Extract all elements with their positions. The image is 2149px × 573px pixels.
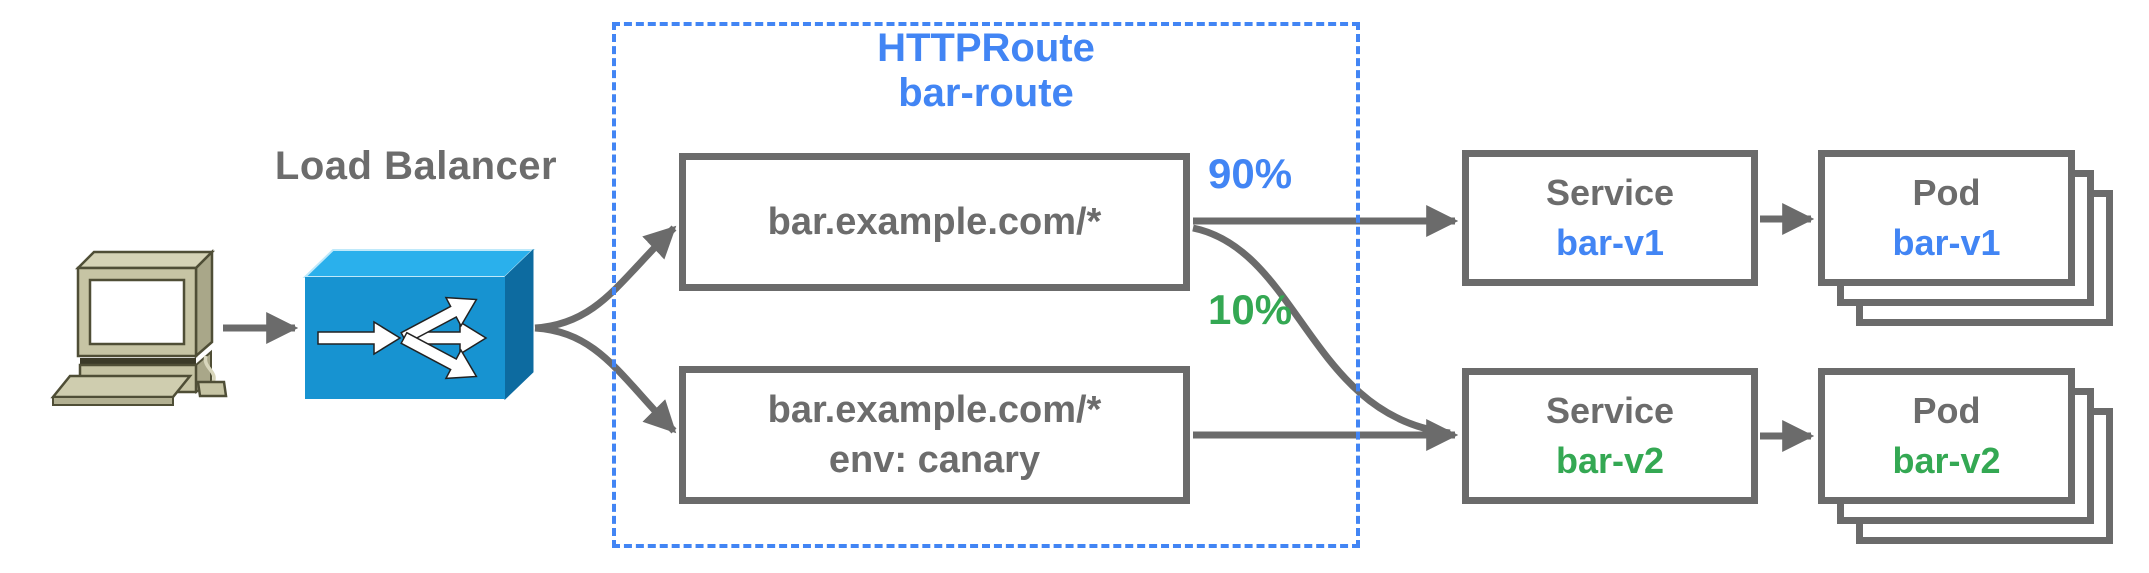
pod-bar-v1-stack: Pod bar-v1 xyxy=(1818,150,2113,326)
flow-arrows xyxy=(223,203,1815,452)
pod-bar-v2-box: Pod bar-v2 xyxy=(1818,368,2075,504)
load-balancer-icon xyxy=(302,248,536,401)
weight-label-10: 10% xyxy=(1208,286,1293,333)
httproute-group-box xyxy=(612,22,1360,548)
route-rule-box-default: bar.example.com/* xyxy=(679,153,1190,291)
load-balancer-label: Load Balancer xyxy=(274,144,558,188)
pod-bar-v1-box: Pod bar-v1 xyxy=(1818,150,2075,286)
pod-name-label: bar-v1 xyxy=(1892,222,2001,263)
rule-hostname-label: bar.example.com/* xyxy=(767,201,1102,243)
route-rule-box-canary: bar.example.com/* env: canary xyxy=(679,366,1190,504)
service-bar-v2-box: Service bar-v2 xyxy=(1462,368,1758,504)
service-kind-label: Service xyxy=(1545,390,1675,431)
pod-kind-label: Pod xyxy=(1912,172,1981,213)
arrow-lb-to-rule2 xyxy=(534,324,677,434)
arrow-lb-to-rule1 xyxy=(534,225,677,332)
service-bar-v1-box: Service bar-v1 xyxy=(1462,150,1758,286)
httproute-name-label: bar-route xyxy=(898,71,1074,115)
service-name-label: bar-v1 xyxy=(1555,222,1665,263)
desktop-computer-icon xyxy=(50,248,228,406)
httproute-title: HTTPRoute bar-route xyxy=(612,26,1360,116)
httproute-kind-label: HTTPRoute xyxy=(877,26,1095,70)
service-kind-label: Service xyxy=(1545,172,1675,213)
pod-kind-label: Pod xyxy=(1912,390,1981,431)
weight-label-90: 90% xyxy=(1208,150,1293,197)
rule-hostname-label: bar.example.com/* xyxy=(767,389,1102,431)
pod-name-label: bar-v2 xyxy=(1892,440,2001,481)
rule-header-match-label: env: canary xyxy=(828,439,1041,481)
pod-bar-v2-stack: Pod bar-v2 xyxy=(1818,368,2113,544)
arrow-rule1-to-service-v2-canary xyxy=(1192,224,1451,437)
load-balancer-arrows xyxy=(317,296,488,380)
service-name-label: bar-v2 xyxy=(1555,440,1665,481)
